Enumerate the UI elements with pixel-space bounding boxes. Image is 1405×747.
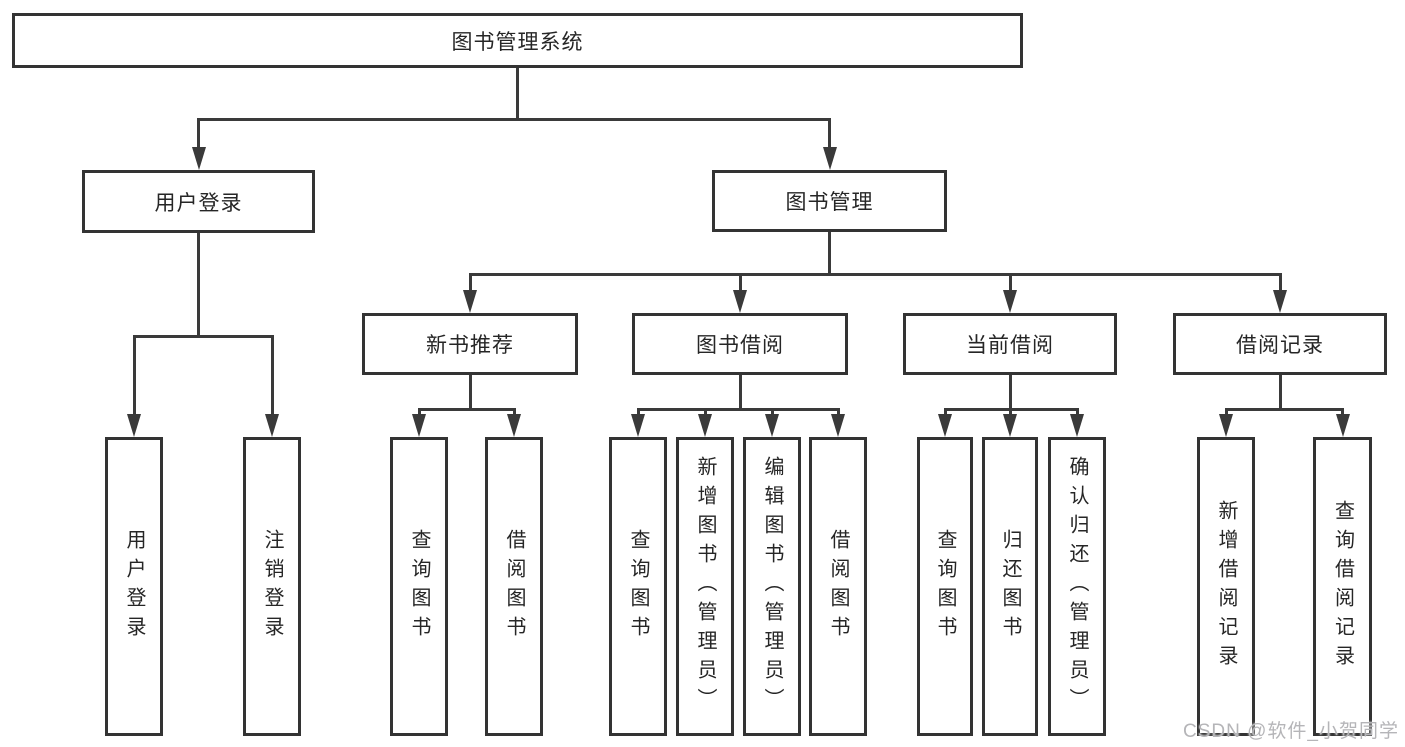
node-label-leaf-rec-borrow: 借阅图书 <box>503 528 525 645</box>
watermark: CSDN @软件_小贺同学 <box>1183 721 1399 742</box>
node-new-book-rec: 新书推荐 <box>362 313 578 375</box>
arrow-down-icon <box>1070 414 1084 437</box>
node-label-leaf-br-add: 新增借阅记录 <box>1215 499 1237 674</box>
node-label-leaf-bb-edit: 编辑图书（管理员） <box>761 456 783 717</box>
connector-drop <box>738 273 742 297</box>
node-leaf-bb-borrow: 借阅图书 <box>809 437 867 736</box>
node-label-leaf-bb-borrow: 借阅图书 <box>827 528 849 645</box>
arrow-down-icon <box>831 414 845 437</box>
node-label-leaf-logout: 注销登录 <box>261 528 283 645</box>
connector-drop <box>197 118 200 154</box>
node-label-borrow-records: 借阅记录 <box>1236 334 1324 357</box>
node-leaf-rec-borrow: 借阅图书 <box>485 437 543 736</box>
node-root: 图书管理系统 <box>12 13 1023 68</box>
node-leaf-cb-query: 查询图书 <box>917 437 973 736</box>
connector-stem <box>828 232 831 276</box>
connector-drop <box>468 273 472 297</box>
arrow-down-icon <box>1335 414 1350 437</box>
arrow-down-icon <box>733 290 747 313</box>
connector-stem <box>1278 375 1282 411</box>
node-current-borrow: 当前借阅 <box>903 313 1117 375</box>
node-leaf-cb-confirm: 确认归还（管理员） <box>1048 437 1106 736</box>
node-label-new-book-rec: 新书推荐 <box>426 334 514 357</box>
node-label-leaf-cb-return: 归还图书 <box>999 528 1021 645</box>
connector-stem <box>738 375 742 411</box>
connector-drop <box>132 335 136 421</box>
arrow-down-icon <box>698 414 712 437</box>
arrow-down-icon <box>265 414 279 437</box>
arrow-down-icon <box>507 414 521 437</box>
arrow-down-icon <box>463 290 477 313</box>
connector-stem <box>197 233 200 338</box>
node-label-leaf-br-query: 查询借阅记录 <box>1331 499 1354 674</box>
arrow-down-icon <box>1003 414 1017 437</box>
node-leaf-br-query: 查询借阅记录 <box>1313 437 1372 736</box>
connector-stem <box>516 68 519 121</box>
connector-stem <box>1008 375 1012 411</box>
node-leaf-bb-query: 查询图书 <box>609 437 667 736</box>
arrow-down-icon <box>191 147 206 170</box>
arrow-down-icon <box>631 414 645 437</box>
node-label-leaf-user-login: 用户登录 <box>123 528 145 645</box>
node-leaf-br-add: 新增借阅记录 <box>1197 437 1255 736</box>
arrow-down-icon <box>765 414 779 437</box>
node-label-leaf-cb-confirm: 确认归还（管理员） <box>1066 456 1088 717</box>
node-user-login: 用户登录 <box>82 170 315 233</box>
node-book-borrow: 图书借阅 <box>632 313 848 375</box>
node-label-book-borrow: 图书借阅 <box>696 334 784 357</box>
node-book-mgmt: 图书管理 <box>712 170 947 232</box>
node-label-leaf-bb-query: 查询图书 <box>627 528 649 645</box>
connector-drop <box>828 118 831 154</box>
node-label-current-borrow: 当前借阅 <box>966 334 1054 357</box>
node-leaf-cb-return: 归还图书 <box>982 437 1038 736</box>
connector-branch <box>468 273 1282 276</box>
arrow-down-icon <box>822 147 837 170</box>
node-label-leaf-cb-query: 查询图书 <box>934 528 956 645</box>
node-leaf-bb-add: 新增图书（管理员） <box>676 437 734 736</box>
connector-branch <box>197 118 831 121</box>
connector-branch <box>417 408 516 411</box>
connector-branch <box>132 335 274 338</box>
node-leaf-rec-query: 查询图书 <box>390 437 448 736</box>
node-label-user-login: 用户登录 <box>154 191 243 215</box>
connector-drop <box>270 335 274 421</box>
connector-stem <box>468 375 472 411</box>
arrow-down-icon <box>1003 290 1017 313</box>
connector-drop <box>1008 273 1012 297</box>
node-label-leaf-rec-query: 查询图书 <box>408 528 430 645</box>
connector-drop <box>1278 273 1282 297</box>
arrow-down-icon <box>1219 414 1233 437</box>
node-leaf-bb-edit: 编辑图书（管理员） <box>743 437 801 736</box>
node-leaf-user-login: 用户登录 <box>105 437 163 736</box>
arrow-down-icon <box>127 414 141 437</box>
arrow-down-icon <box>1273 290 1287 313</box>
node-borrow-records: 借阅记录 <box>1173 313 1387 375</box>
arrow-down-icon <box>938 414 952 437</box>
node-label-root: 图书管理系统 <box>451 30 584 54</box>
arrow-down-icon <box>412 414 426 437</box>
connector-branch <box>1224 408 1344 411</box>
node-leaf-logout: 注销登录 <box>243 437 301 736</box>
node-label-book-mgmt: 图书管理 <box>785 191 874 214</box>
connector-branch <box>636 408 840 411</box>
node-label-leaf-bb-add: 新增图书（管理员） <box>694 456 716 717</box>
